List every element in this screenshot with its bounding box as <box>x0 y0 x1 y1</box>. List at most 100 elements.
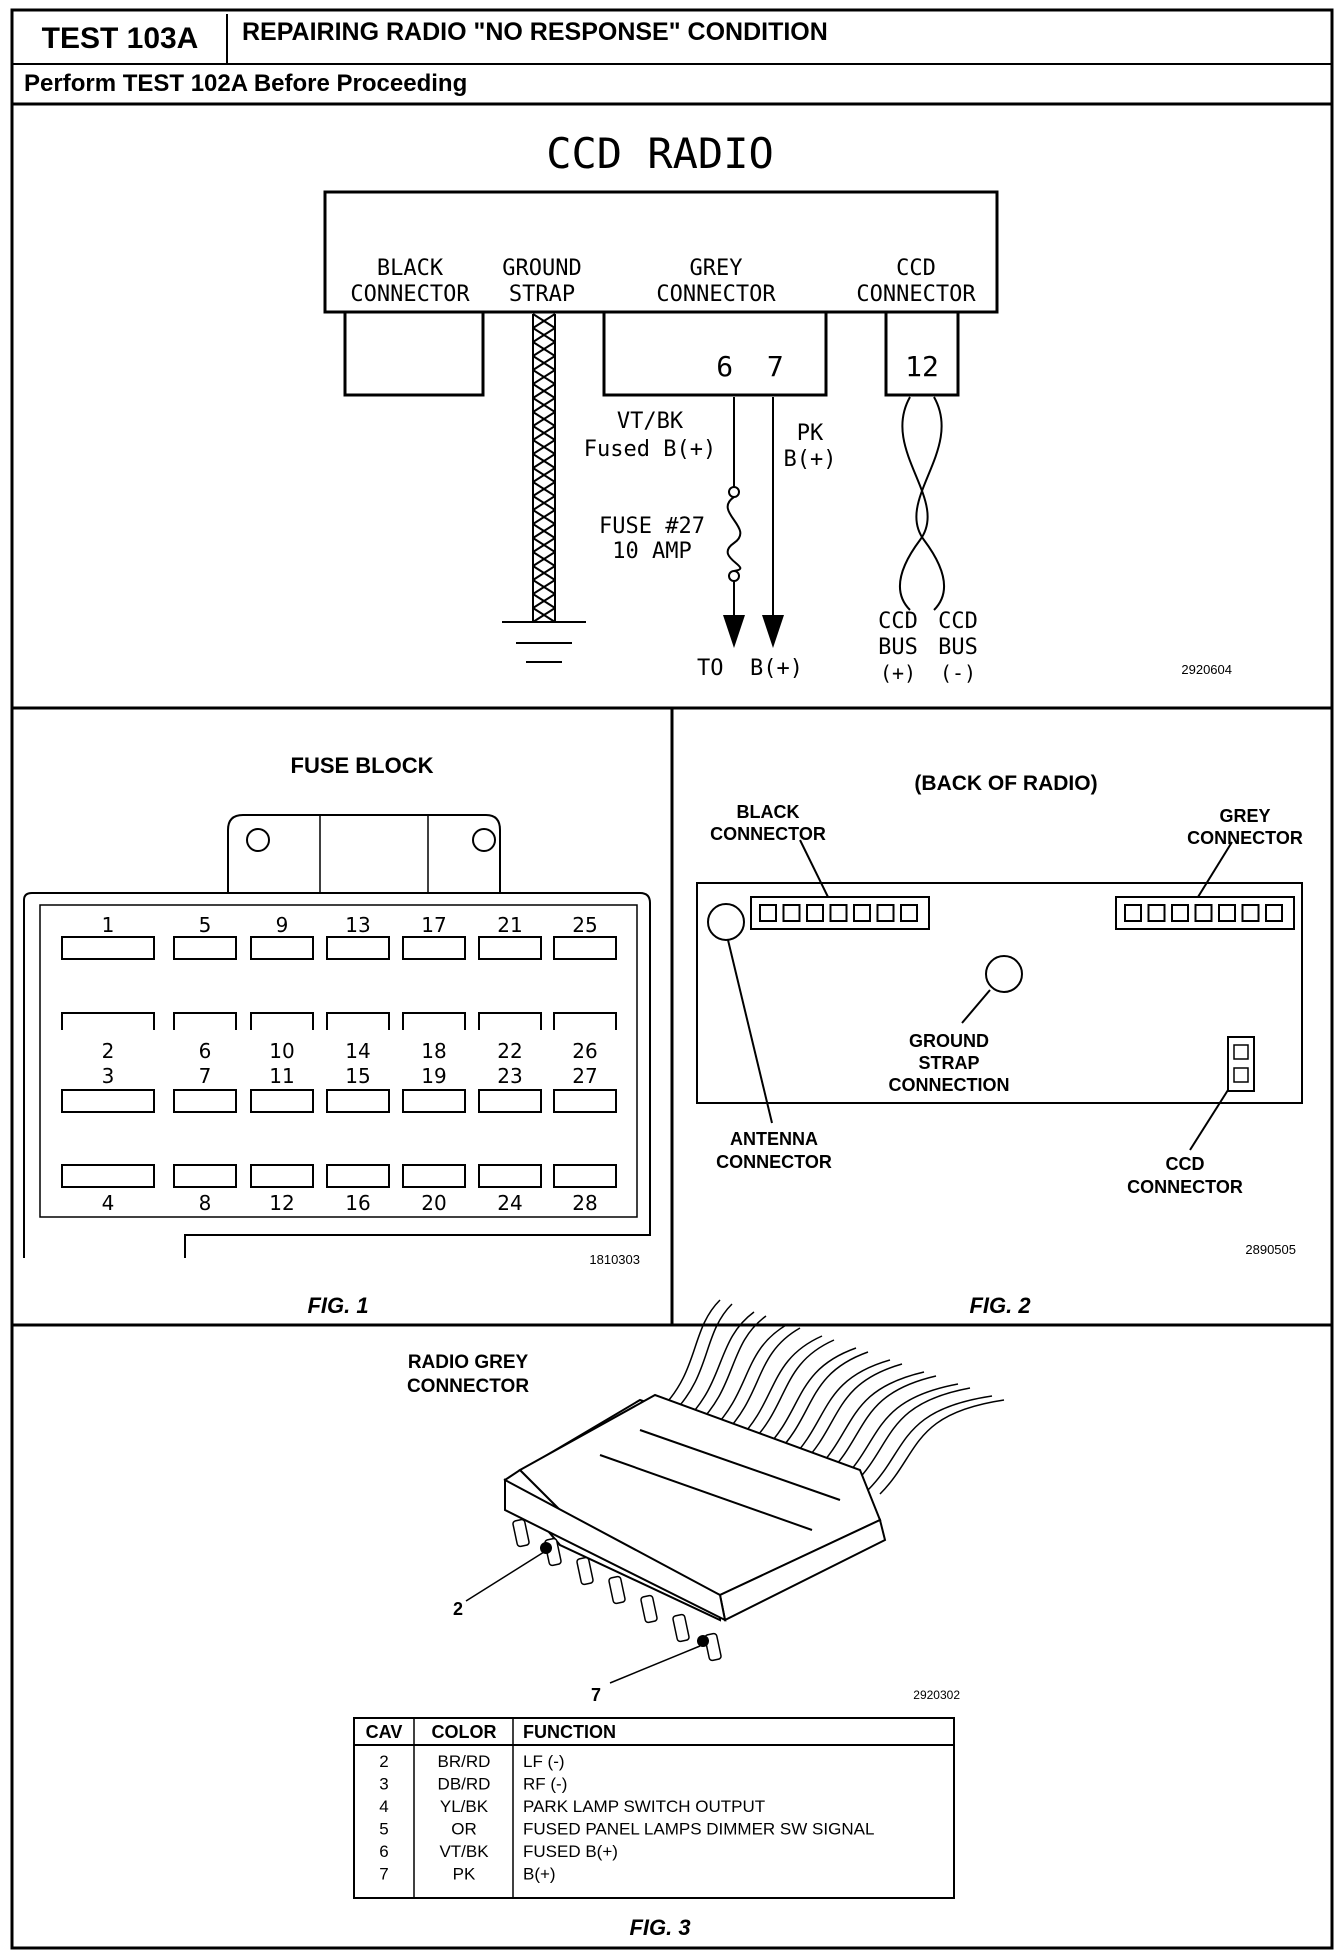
ccd-connector-block-back <box>1227 1036 1255 1092</box>
table-cell-function: LF (-) <box>523 1752 565 1771</box>
fuse-slot <box>478 1089 542 1113</box>
fig2-title: (BACK OF RADIO) <box>914 772 1097 795</box>
ccd-connector-label-1: CCD <box>896 256 936 281</box>
connector-cavity <box>704 1632 722 1662</box>
fuse-label: FUSE #27 <box>599 514 705 539</box>
wire <box>827 1375 937 1475</box>
ground-strap-braid <box>532 313 556 623</box>
fuse-number: 13 <box>345 913 370 937</box>
fuse-block-title: FUSE BLOCK <box>291 753 434 778</box>
fuse-block-tab <box>227 814 501 893</box>
fuse-slot <box>553 936 617 960</box>
ccd-cavity-1 <box>1233 1044 1249 1060</box>
fuse-number: 7 <box>199 1064 212 1088</box>
table-cell-function: PARK LAMP SWITCH OUTPUT <box>523 1797 765 1816</box>
ccd-bus-pos-1: CCD <box>878 609 918 634</box>
vtbk-fused-label: Fused B(+) <box>584 437 716 462</box>
fig2-grey-connector-2: CONNECTOR <box>1187 828 1303 848</box>
fuse-slot <box>402 1089 466 1113</box>
fig2-ground-1: GROUND <box>909 1031 989 1051</box>
fuse-number: 12 <box>269 1191 294 1215</box>
table-header-function: FUNCTION <box>523 1722 616 1742</box>
connector-cavity <box>759 904 777 922</box>
ground-symbol <box>502 621 586 663</box>
fuse-slot <box>326 1012 390 1030</box>
connector-cavity <box>1194 904 1213 922</box>
fuse-number: 11 <box>269 1064 294 1088</box>
fig2-ground-2: STRAP <box>918 1053 979 1073</box>
fig1-code: 1810303 <box>589 1252 640 1267</box>
ccd-bus-pos-3: (+) <box>880 661 916 685</box>
fuse-number: 28 <box>572 1191 597 1215</box>
fuse-number: 10 <box>269 1039 294 1063</box>
vtbk-label: VT/BK <box>617 409 684 434</box>
black-connector-block <box>343 312 485 397</box>
table-cell-cav: 2 <box>379 1752 388 1771</box>
wire <box>697 1315 767 1425</box>
pin-2-highlight <box>540 1542 552 1554</box>
wire <box>723 1327 801 1435</box>
fuse-number: 20 <box>421 1191 446 1215</box>
fig2-ccd-2: CONNECTOR <box>1127 1177 1243 1197</box>
fig2-antenna-2: CONNECTOR <box>716 1152 832 1172</box>
arrow-pk <box>762 615 784 648</box>
fuse-slot <box>61 1164 155 1188</box>
test-id: TEST 103A <box>14 14 228 64</box>
back-of-radio-figure: (BACK OF RADIO) BLACK CONNECTOR GREY CON… <box>696 772 1303 1318</box>
grey-connector-cavities <box>1124 904 1283 922</box>
wire <box>775 1351 869 1455</box>
fig3-caption: FIG. 3 <box>629 1915 690 1940</box>
fuse-slot <box>326 1089 390 1113</box>
fuse-number: 5 <box>199 913 212 937</box>
fuse-number: 14 <box>345 1039 370 1063</box>
wire <box>749 1339 835 1445</box>
wire <box>853 1387 971 1485</box>
table-cell-cav: 5 <box>379 1820 388 1839</box>
fuse-slot <box>61 1089 155 1113</box>
page-border <box>10 8 1334 1950</box>
fuse-number: 9 <box>276 913 289 937</box>
table-cell-cav: 3 <box>379 1775 388 1794</box>
page-title: REPAIRING RADIO "NO RESPONSE" CONDITION <box>242 18 828 46</box>
ccd-bus-neg-1: CCD <box>938 609 978 634</box>
fuse-slot <box>61 936 155 960</box>
connector-cavity <box>806 904 824 922</box>
table-cell-cav: 7 <box>379 1865 388 1884</box>
table-cell-color: BR/RD <box>438 1752 491 1771</box>
fig2-black-connector-2: CONNECTOR <box>710 824 826 844</box>
connector-cavity <box>1241 904 1260 922</box>
grey-connector-figure: RADIO GREY CONNECTOR 2 7 2920302 CAV <box>353 1299 1005 1940</box>
fuse-slot <box>553 1012 617 1030</box>
schematic-title: CCD RADIO <box>546 129 774 178</box>
wire <box>659 1299 721 1411</box>
page-subtitle: Perform TEST 102A Before Proceeding <box>24 70 468 97</box>
connector-cavity <box>876 904 895 922</box>
fuse-slot <box>61 1012 155 1030</box>
pk-b-label: B(+) <box>784 447 837 472</box>
radio-body <box>323 190 999 314</box>
fuse-number: 19 <box>421 1064 446 1088</box>
fig2-leader-lines <box>727 839 1233 1151</box>
wire <box>789 1359 891 1461</box>
wire <box>671 1303 733 1415</box>
arrow-vtbk <box>723 615 745 648</box>
fuse-slot <box>478 936 542 960</box>
table-border <box>353 1717 955 1899</box>
ground-strap-stud <box>985 955 1023 993</box>
fig3-code: 2920302 <box>913 1688 960 1702</box>
connector-cavity <box>900 904 918 922</box>
fuse-slot <box>553 1089 617 1113</box>
fuse-slot <box>250 1089 314 1113</box>
connector-cavity <box>1124 904 1142 922</box>
ccd-bus-neg-3: (-) <box>940 661 976 685</box>
fuse-number: 15 <box>345 1064 370 1088</box>
ccd-bus-pos-2: BUS <box>878 635 918 660</box>
fuse-slot <box>250 1012 314 1030</box>
ccd-bus-neg-2: BUS <box>938 635 978 660</box>
pin-7-label: 7 <box>591 1685 601 1705</box>
fuse-slot <box>173 1012 237 1030</box>
table-cell-color: VT/BK <box>439 1842 489 1861</box>
fuse-grid: 1234567891011121314151617181920212223242… <box>61 913 617 1215</box>
